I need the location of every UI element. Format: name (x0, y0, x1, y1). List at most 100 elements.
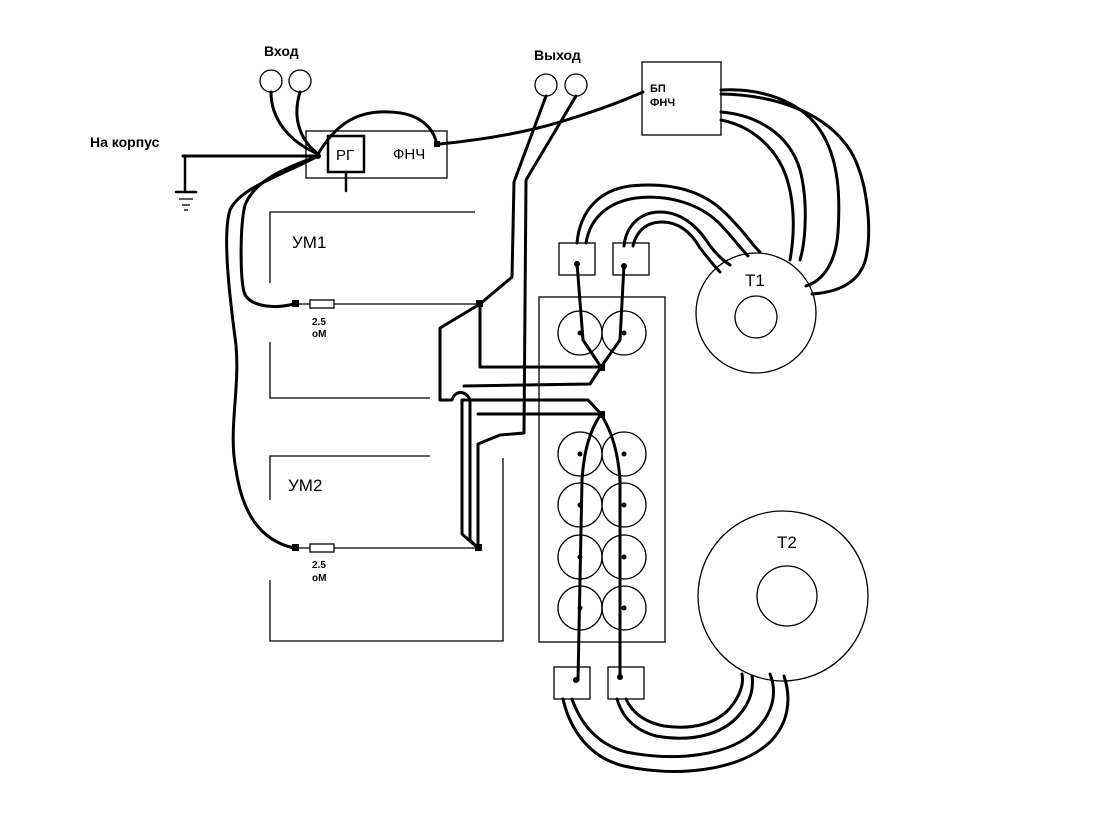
resistor-1: 2.5 оМ (292, 299, 480, 340)
terminal-bottom-right (607, 666, 645, 700)
psu-t1-wire-4 (719, 118, 795, 262)
t2-inner (756, 565, 818, 627)
chassis-ground: На корпус (90, 134, 321, 211)
rect-bottom-left-wire (576, 412, 603, 682)
capacitor-dot (577, 330, 583, 336)
capacitor-dot (577, 605, 583, 611)
terminal-dot (574, 261, 580, 267)
resistor2-unit: оМ (312, 573, 326, 584)
lowpass-label: ФНЧ (393, 146, 425, 163)
amp1-out-wire (478, 302, 603, 369)
input-label: Вход (264, 43, 299, 59)
capacitor-row-5 (557, 585, 647, 631)
psu-box (641, 61, 722, 136)
capacitor-dot (577, 451, 583, 457)
filter-to-psu-wire (438, 90, 645, 146)
t2-outer (697, 510, 869, 682)
amp1-return-wire (462, 365, 603, 388)
capacitor (601, 585, 647, 631)
rect-top-right-wire (599, 263, 626, 369)
capacitor-dot (577, 502, 583, 508)
resistor1-value: 2.5 (312, 317, 326, 328)
output-jack-1 (534, 73, 558, 97)
psu-label-1: БП (650, 83, 666, 95)
capacitor-row-2 (557, 431, 647, 477)
resistor2-value: 2.5 (312, 560, 326, 571)
generator-label: РГ (336, 147, 354, 164)
capacitor-dot (621, 502, 627, 508)
terminal-dot (621, 263, 627, 269)
amp1-label: УМ1 (292, 233, 326, 252)
amp2-top-wire (460, 398, 603, 416)
wiring (225, 88, 871, 773)
rect-bottom-right-wire (599, 412, 622, 678)
rect-top-left-wire (575, 261, 603, 369)
capacitor-dot (621, 330, 627, 336)
resistor1-unit: оМ (312, 329, 326, 340)
filter-board-outline (305, 130, 448, 179)
capacitor (601, 534, 647, 580)
bus-node (475, 544, 482, 551)
capacitor (601, 310, 647, 356)
chassis-label: На корпус (90, 134, 160, 150)
resistor2-terminal (292, 544, 299, 551)
t2-winding-wire-3 (615, 674, 754, 740)
capacitor-bank (538, 296, 666, 643)
resistor-2: 2.5 оМ (292, 543, 478, 584)
transformer-1: Т1 (695, 252, 817, 374)
input-jack-1 (259, 69, 283, 93)
t1-winding-wire-3 (622, 210, 732, 267)
output-wire-1 (478, 94, 548, 306)
t1-label: Т1 (745, 271, 765, 290)
amp1-outline-top (269, 211, 475, 283)
capacitor-dot (621, 605, 627, 611)
t1-winding-wire-2 (584, 195, 750, 258)
t2-winding-wire-1 (561, 674, 790, 773)
capacitor-dot (577, 554, 583, 560)
terminal-dot (617, 674, 623, 680)
resistor1-body (309, 299, 335, 309)
resistor1-terminal (292, 300, 299, 307)
t1-inner (734, 295, 778, 339)
resistor2-body (309, 543, 335, 553)
output-wire-2 (476, 94, 578, 550)
power-supply: БП ФНЧ (641, 61, 722, 136)
amp-bus-wire (438, 302, 482, 550)
t1-outer (695, 252, 817, 374)
psu-label-2: ФНЧ (650, 97, 675, 109)
terminal-top-right (612, 242, 650, 276)
terminal-bottom-left (553, 666, 591, 700)
board-to-amp1-wire (239, 154, 320, 308)
amp2-outline-bottom (269, 458, 504, 642)
amp2-side-wire (460, 398, 480, 550)
amplifier-2: УМ2 (269, 455, 504, 642)
t2-winding-wire-4 (624, 672, 744, 729)
psu-t1-wire-1 (719, 88, 841, 288)
capacitor-board (538, 296, 666, 643)
capacitor-row-4 (557, 534, 647, 580)
t1-winding-wire-1 (575, 183, 762, 254)
input-connector: Вход (259, 43, 312, 93)
output-jack-2 (564, 73, 588, 97)
t2-winding-wire-2 (570, 672, 775, 759)
capacitor (601, 482, 647, 528)
capacitor-dot (621, 554, 627, 560)
input-wire-1 (269, 90, 320, 156)
amp2-label: УМ2 (288, 476, 322, 495)
transformer-2: Т2 (697, 510, 869, 682)
terminal-dot (573, 677, 579, 683)
capacitor-row-3 (557, 482, 647, 528)
amplifier-1: УМ1 (269, 211, 475, 399)
input-jack-2 (288, 69, 312, 93)
t1-winding-wire-4 (631, 220, 722, 274)
rectifier-terminals (553, 242, 650, 700)
capacitor-row-1 (557, 310, 647, 356)
amp2-outline-top (269, 455, 430, 500)
output-connector: Выход (534, 47, 588, 97)
filter-loop-wire (316, 110, 439, 156)
capacitor (601, 431, 647, 477)
psu-t1-wire-3 (719, 110, 807, 262)
input-wire-2 (295, 90, 320, 156)
